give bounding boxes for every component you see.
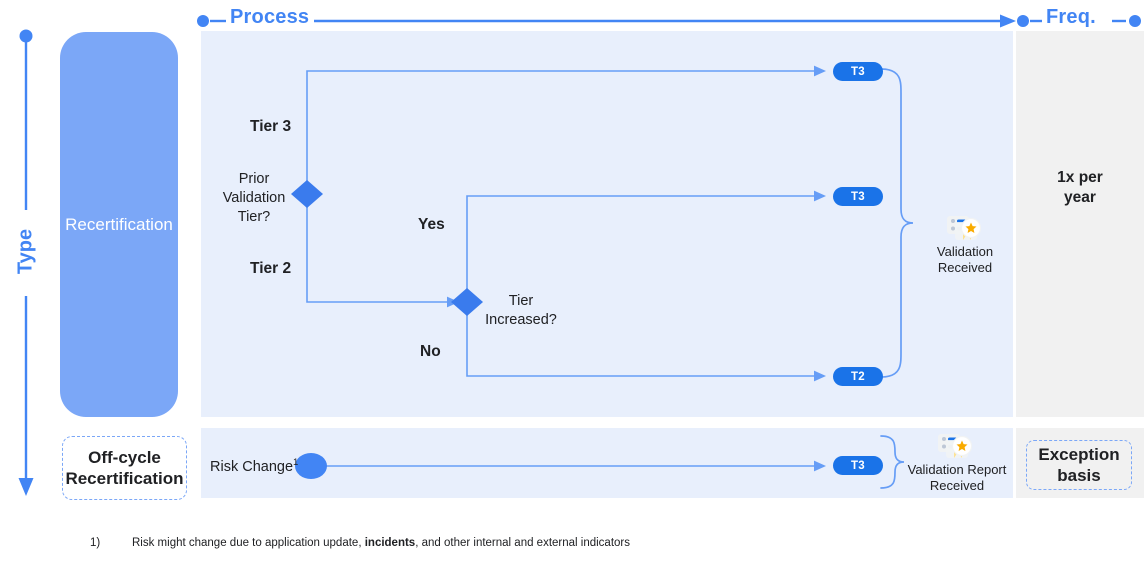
frequency-value-recertification: 1x per year [1057,169,1103,207]
branch-label-tier-3: Tier 3 [250,118,292,135]
tier-badge-t2-no[interactable]: T2 [833,367,883,386]
process-axis-header: Process [196,6,1016,34]
arrowhead-off-cycle [814,460,826,472]
tier-badge-label: T3 [850,459,866,472]
footnote-text: Risk might change due to application upd… [132,537,630,549]
label-tier-increased: Tier Increased? [485,293,557,328]
off-cycle-start-node [295,453,327,479]
decision-diamond-prior-validation-tier [291,180,323,208]
footnote-text-before: Risk might change due to application upd… [132,537,365,549]
off-cycle-flow-lines [201,428,1013,498]
frequency-axis-header: Freq. [1016,6,1144,34]
outcome-validation-received: Validation Received [915,212,1015,282]
type-block-off-cycle[interactable]: Off-cycle Recertification [62,436,187,500]
tier-badge-t3-direct[interactable]: T3 [833,62,883,81]
validation-badge-star-icon [934,430,980,460]
outcome-validation-report-received: Validation Report Received [898,430,1016,494]
validation-badge-star-icon [943,212,989,242]
arrowhead-tier2-no [814,370,826,382]
process-axis-label: Process [230,6,310,28]
process-axis-line [197,14,1016,28]
tier-badge-off-cycle-t3[interactable]: T3 [833,456,883,475]
type-axis-label: Type [14,228,37,275]
type-block-recertification[interactable]: Recertification [60,32,178,417]
frequency-value-off-cycle-label: Exception basis [1038,444,1120,485]
process-panel-recertification [201,31,1013,417]
tier-badge-label: T3 [850,190,866,203]
recertification-flow-lines [201,31,1013,417]
type-block-off-cycle-label: Off-cycle Recertification [65,447,184,488]
off-cycle-grouping-brace [880,435,905,489]
frequency-axis-label: Freq. [1046,6,1096,28]
outcome-validation-received-label: Validation Received [936,244,994,276]
footnote-text-after: , and other internal and external indica… [415,537,631,549]
label-risk-change-footnote-marker: 1 [293,457,299,468]
branch-label-yes: Yes [418,216,445,233]
type-axis-line [18,29,34,496]
tier-badge-t3-yes[interactable]: T3 [833,187,883,206]
type-axis: Type [8,28,44,498]
decision-diamond-tier-increased [451,288,483,316]
branch-label-no: No [420,343,441,360]
tier-badge-label: T3 [850,65,866,78]
frequency-panel-recertification [1016,31,1144,417]
label-risk-change: Risk Change1 [210,457,298,475]
arrowhead-tier3-yes [814,190,826,202]
label-prior-validation-tier: Prior Validation Tier? [222,171,286,225]
outcome-validation-report-received-label: Validation Report Received [907,462,1007,494]
outcome-grouping-brace [880,68,914,378]
frequency-panel-off-cycle [1016,428,1144,498]
label-risk-change-text: Risk Change [210,458,294,475]
footnote-number: 1) [90,537,101,549]
arrowhead-tier3-direct [814,65,826,77]
tier-badge-label: T2 [850,370,866,383]
frequency-value-off-cycle[interactable]: Exception basis [1026,440,1132,490]
type-block-recertification-label: Recertification [65,214,173,234]
frequency-axis-line [1017,15,1141,27]
footnote-text-bold: incidents [364,537,416,549]
branch-label-tier-2: Tier 2 [250,260,292,277]
